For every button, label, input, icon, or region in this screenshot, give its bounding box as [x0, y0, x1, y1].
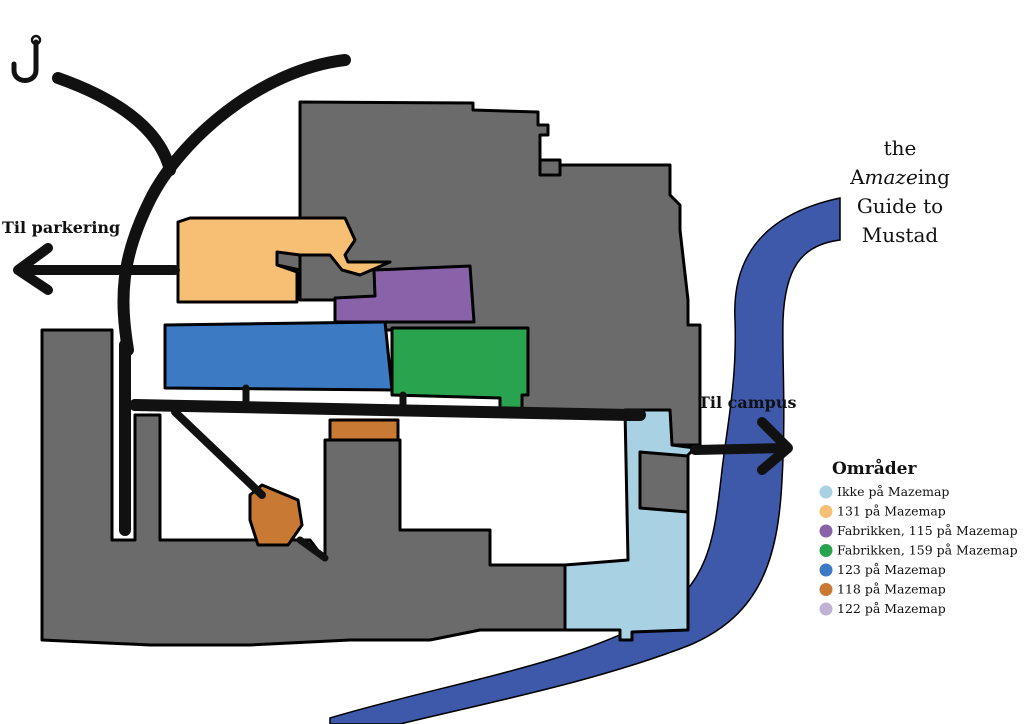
- legend-title: Områder: [832, 458, 917, 479]
- lower-building-complex: [40, 328, 567, 647]
- legend-swatch: [819, 544, 833, 557]
- legend-swatch: [819, 485, 833, 499]
- map-title: the Amazeing Guide to Mustad: [849, 136, 950, 247]
- legend-label: Fabrikken, 159 på Mazemap: [837, 543, 1018, 558]
- area-118-strip: [328, 418, 400, 442]
- diagonal-path: [171, 408, 266, 499]
- hook-icon: [11, 34, 42, 83]
- small-grey-block: [538, 158, 562, 177]
- area-118: [248, 483, 304, 547]
- title-line-4: Mustad: [862, 223, 939, 247]
- parking-label: Til parkering: [2, 218, 120, 237]
- legend-swatch: [819, 583, 833, 596]
- campus-label: Til campus: [698, 393, 797, 412]
- legend-label: Ikke på Mazemap: [837, 484, 949, 499]
- title-line-3: Guide to: [857, 194, 943, 218]
- area-159: [390, 326, 530, 417]
- legend-label: 118 på Mazemap: [837, 582, 946, 597]
- title-line-1: the: [884, 136, 917, 160]
- legend-label: Fabrikken, 115 på Mazemap: [837, 523, 1018, 538]
- legend-label: 131 på Mazemap: [837, 504, 946, 519]
- main-road: [129, 399, 646, 421]
- river: [329, 197, 841, 724]
- title-line-2: Amazeing: [849, 165, 950, 189]
- legend-swatch: [819, 524, 833, 538]
- legend-swatch: [819, 563, 833, 577]
- curved-road-2: [52, 72, 176, 176]
- area-131: [176, 216, 392, 304]
- legend-label: 123 på Mazemap: [837, 562, 946, 577]
- legend: Områder Ikke på Mazemap 131 på MazemapFab…: [819, 458, 1018, 616]
- arrow-parking: [13, 243, 180, 295]
- arrow-campus: [690, 417, 793, 475]
- connector-3: [296, 536, 329, 562]
- legend-label: 122 på Mazemap: [837, 601, 946, 616]
- area-123: [163, 320, 394, 392]
- curved-road: [117, 54, 351, 356]
- inner-grey-block: [638, 450, 690, 514]
- legend-swatch: [819, 505, 833, 518]
- legend-swatch: [819, 602, 833, 616]
- area-not-on-mazemap: [563, 408, 697, 642]
